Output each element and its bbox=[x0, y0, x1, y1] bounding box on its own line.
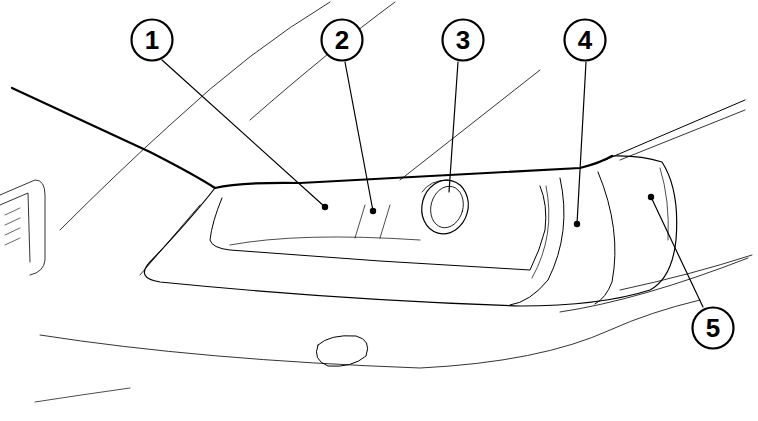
callout-ring bbox=[693, 308, 734, 349]
callout-ring bbox=[322, 20, 363, 61]
callout-ring bbox=[132, 20, 173, 61]
callout-text-wrap: 2 bbox=[320, 18, 364, 62]
callout-number: 5 bbox=[706, 315, 720, 341]
callout-ring bbox=[443, 20, 484, 61]
callout-circle: 3 bbox=[441, 18, 485, 62]
callout-ring bbox=[565, 20, 606, 61]
callout-circle: 4 bbox=[563, 18, 607, 62]
callout-text-wrap: 3 bbox=[441, 18, 485, 62]
callout-text-wrap: 1 bbox=[130, 18, 174, 62]
callout-text-wrap: 5 bbox=[691, 306, 735, 350]
callout-number: 1 bbox=[145, 27, 159, 53]
callout-number: 4 bbox=[578, 27, 592, 53]
callout-circle: 1 bbox=[130, 18, 174, 62]
callout-text-wrap: 4 bbox=[563, 18, 607, 62]
callout-circle: 5 bbox=[691, 306, 735, 350]
callout-circle: 2 bbox=[320, 18, 364, 62]
callout-number: 2 bbox=[335, 27, 349, 53]
callout-number: 3 bbox=[456, 27, 470, 53]
